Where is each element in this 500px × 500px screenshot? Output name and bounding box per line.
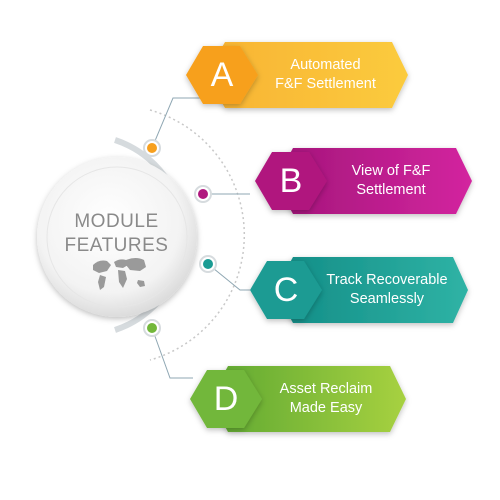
- hub-title-line1: MODULE: [74, 211, 159, 232]
- feature-b-letter: B: [279, 162, 303, 200]
- feature-a-line1: Automated: [290, 57, 361, 73]
- feature-b-label: View of F&F Settlement: [327, 162, 455, 200]
- hub-title-line2: FEATURES: [64, 235, 169, 256]
- feature-b-line2: Settlement: [356, 182, 426, 198]
- feature-d-letter: D: [213, 380, 239, 418]
- feature-c: [250, 257, 468, 323]
- feature-b-line1: View of F&F: [351, 163, 431, 179]
- node-d: [143, 319, 161, 337]
- node-a: [143, 139, 161, 157]
- feature-d-label: Asset Reclaim Made Easy: [262, 380, 390, 418]
- feature-b: [255, 148, 472, 214]
- hub-title: MODULE FEATURES: [44, 210, 189, 258]
- world-map-icon: [93, 258, 146, 290]
- feature-d-line2: Made Easy: [289, 400, 363, 416]
- connector-a: [151, 97, 203, 149]
- dotted-arc: [149, 109, 246, 361]
- feature-a-letter: A: [210, 56, 234, 94]
- node-b: [194, 185, 212, 203]
- hub-circle: [37, 157, 197, 317]
- connector-c: [207, 263, 250, 291]
- feature-c-label: Track Recoverable Seamlessly: [318, 271, 456, 309]
- feature-d-line1: Asset Reclaim: [279, 381, 373, 397]
- connector-d: [151, 327, 193, 379]
- feature-c-line2: Seamlessly: [349, 291, 425, 307]
- feature-d: [190, 366, 406, 432]
- feature-c-letter: C: [273, 271, 299, 309]
- feature-a: [186, 42, 408, 108]
- feature-a-line2: F&F Settlement: [275, 76, 376, 92]
- feature-c-line1: Track Recoverable: [326, 272, 448, 288]
- node-c: [199, 255, 217, 273]
- feature-a-label: Automated F&F Settlement: [258, 56, 393, 94]
